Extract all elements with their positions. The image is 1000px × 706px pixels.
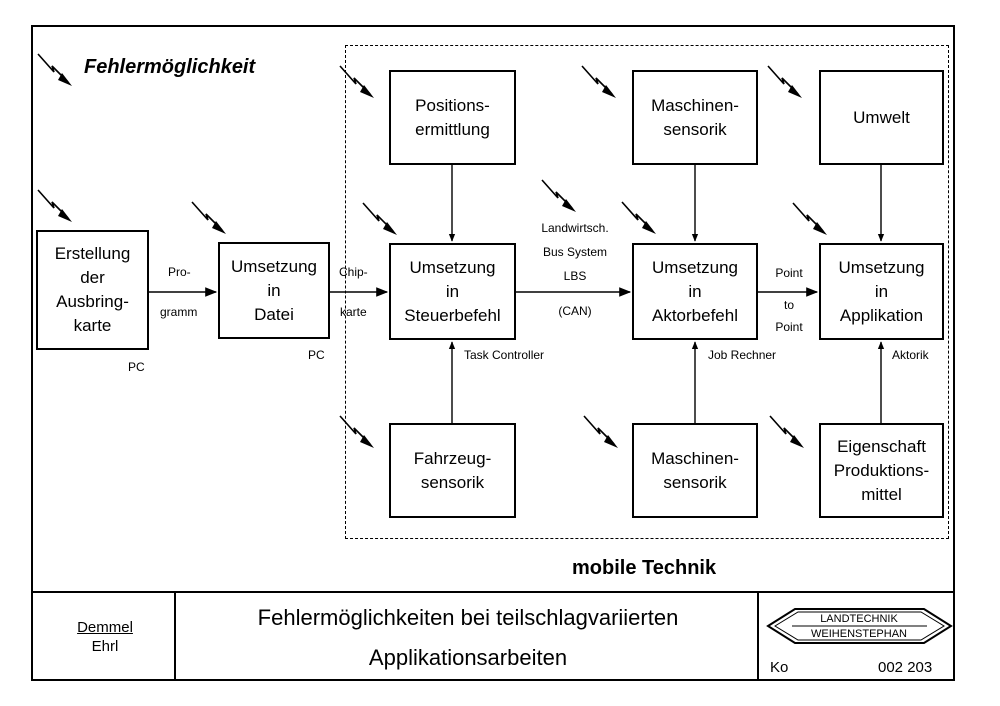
label-point-to-point-2: to [783, 298, 794, 312]
label-bus-3: LBS [563, 269, 587, 283]
author-2: Ehrl [91, 638, 119, 655]
footer-title-line-2: Applikationsarbeiten [368, 645, 568, 670]
box-line: in [688, 281, 702, 301]
label-job-rechner: Job Rechner [708, 348, 777, 362]
box-line: Maschinen- [651, 95, 739, 115]
box-line: ermittlung [415, 119, 490, 139]
label-pc-2: PC [308, 348, 325, 362]
landtechnik-logo: LANDTECHNIK WEIHENSTEPHAN [766, 608, 953, 644]
author-1: Demmel [77, 619, 133, 636]
label-pc-1: PC [128, 360, 145, 374]
legend-label: Fehlermöglichkeit [84, 56, 256, 78]
box-line: karte [73, 316, 112, 335]
label-aktorik: Aktorik [892, 348, 929, 362]
logo-text-1: LANDTECHNIK [820, 613, 898, 625]
box-line: Datei [254, 304, 294, 324]
box-fahrzeugsensorik: Fahrzeug- sensorik [389, 423, 516, 518]
box-line: Eigenschaft [837, 436, 926, 456]
box-line: in [267, 280, 281, 300]
box-maschinensensorik-bottom: Maschinen- sensorik [632, 423, 758, 518]
footer-divider [31, 591, 955, 593]
footer-col-divider-1 [174, 591, 176, 681]
box-line: Umsetzung [231, 256, 317, 276]
box-line: sensorik [420, 472, 485, 492]
box-line: in [874, 281, 889, 301]
footer-title-line-1: Fehlermöglichkeiten bei teilschlagvariie… [257, 605, 679, 630]
box-line: Fahrzeug- [413, 448, 492, 468]
drawing-frame [31, 25, 955, 681]
logo-text-2: WEIHENSTEPHAN [811, 628, 907, 640]
box-line: Erstellung [54, 244, 131, 263]
box-line: Umsetzung [409, 257, 496, 277]
label-point-to-point-3: Point [775, 320, 803, 334]
box-umsetzung-applikation: Umsetzung in Applikation [819, 243, 944, 340]
box-line: sensorik [663, 472, 727, 492]
box-positionsermittlung: Positions- ermittlung [389, 70, 516, 165]
box-line: Umsetzung [838, 257, 925, 277]
label-task-controller: Task Controller [464, 348, 545, 362]
box-line: mittel [861, 484, 902, 504]
footer-number: 002 203 [878, 659, 933, 676]
footer-col-divider-2 [757, 591, 759, 681]
box-line: Umsetzung [652, 257, 738, 277]
box-maschinensensorik-top: Maschinen- sensorik [632, 70, 758, 165]
box-umwelt: Umwelt [819, 70, 944, 165]
box-line: der [80, 268, 105, 287]
box-line: in [445, 281, 460, 301]
box-line: Aktorbefehl [652, 305, 738, 325]
box-line: sensorik [663, 119, 727, 139]
box-line: Maschinen- [651, 448, 739, 468]
box-umsetzung-datei: Umsetzung in Datei [218, 242, 330, 339]
label-point-to-point-1: Point [775, 266, 803, 280]
box-line: Applikation [839, 305, 924, 325]
label-bus-1: Landwirtsch. [541, 221, 609, 235]
label-chipkarte-top: Chip- [339, 265, 368, 279]
footer-ko: Ko [770, 659, 789, 676]
label-programm-top: Pro- [168, 265, 191, 279]
box-line: Ausbring- [56, 292, 129, 311]
box-erstellung-ausbringkarte: Erstellung der Ausbring- karte [36, 230, 149, 350]
label-programm-bottom: gramm [160, 305, 198, 319]
box-line: Positions- [415, 95, 490, 115]
area-label: mobile Technik [572, 557, 717, 579]
label-bus-4: (CAN) [558, 304, 592, 318]
box-line: Umwelt [853, 107, 910, 127]
box-umsetzung-aktorbefehl: Umsetzung in Aktorbefehl [632, 243, 758, 340]
box-umsetzung-steuerbefehl: Umsetzung in Steuerbefehl [389, 243, 516, 340]
label-bus-2: Bus System [542, 245, 608, 259]
label-chipkarte-bottom: karte [340, 305, 367, 319]
box-line: Produktions- [833, 460, 930, 480]
box-eigenschaft-produktionsmittel: Eigenschaft Produktions- mittel [819, 423, 944, 518]
box-line: Steuerbefehl [404, 305, 501, 325]
